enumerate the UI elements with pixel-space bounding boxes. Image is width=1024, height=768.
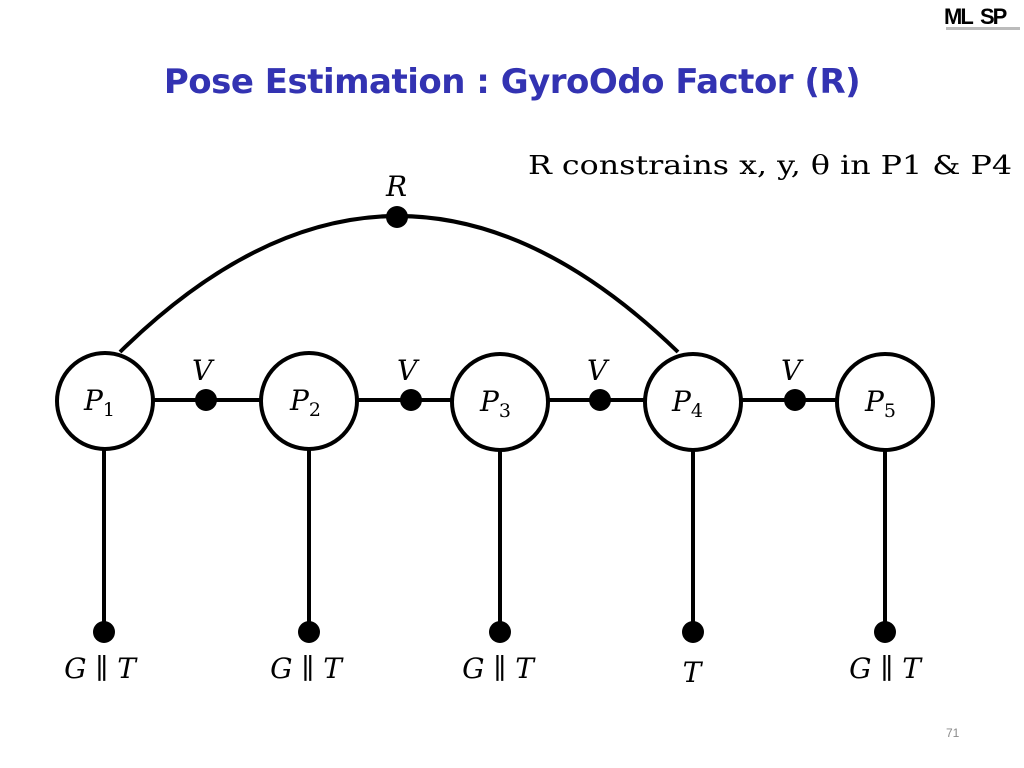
constraint-caption: R constrains x, y, θ in P1 & P4	[528, 151, 1012, 181]
factor-label-unary: G ∥ T	[64, 652, 138, 685]
factor-node-v	[195, 389, 217, 411]
factor-edge-r	[118, 214, 680, 354]
pose-node-p3: P3	[450, 352, 550, 452]
factor-label-unary: G ∥ T	[462, 652, 536, 685]
factor-label-unary: G ∥ T	[849, 652, 923, 685]
factor-label-r: R	[385, 170, 407, 203]
factor-node-v	[784, 389, 806, 411]
factor-node-unary	[93, 621, 115, 643]
factor-node-v	[589, 389, 611, 411]
svg-text:P1: P1	[83, 384, 115, 421]
factor-label-unary: G ∥ T	[270, 652, 344, 685]
factor-node-unary	[298, 621, 320, 643]
factor-label-v: V	[587, 354, 610, 387]
pose-node-p5: P5	[835, 352, 935, 452]
svg-text:P4: P4	[671, 385, 703, 422]
page-number: 71	[946, 726, 960, 740]
svg-text:ML: ML	[944, 4, 973, 29]
factor-node-v	[400, 389, 422, 411]
pose-node-p1: P1	[55, 351, 155, 451]
svg-text:SP: SP	[980, 4, 1007, 29]
factor-node-unary	[682, 621, 704, 643]
slide-title: Pose Estimation : GyroOdo Factor (R)	[163, 62, 861, 102]
svg-text:P2: P2	[289, 384, 321, 421]
pose-node-p4: P4	[643, 352, 743, 452]
factor-label-v: V	[781, 354, 804, 387]
pose-node-p2: P2	[259, 351, 359, 451]
factor-node-unary	[874, 621, 896, 643]
svg-text:P3: P3	[479, 385, 511, 422]
mlsp-logo: ML SP	[944, 4, 1022, 36]
factor-label-unary: T	[683, 656, 704, 689]
factor-label-v: V	[192, 354, 215, 387]
factor-node-unary	[489, 621, 511, 643]
factor-node-r	[386, 206, 408, 228]
factor-label-v: V	[397, 354, 420, 387]
svg-text:P5: P5	[864, 385, 896, 422]
